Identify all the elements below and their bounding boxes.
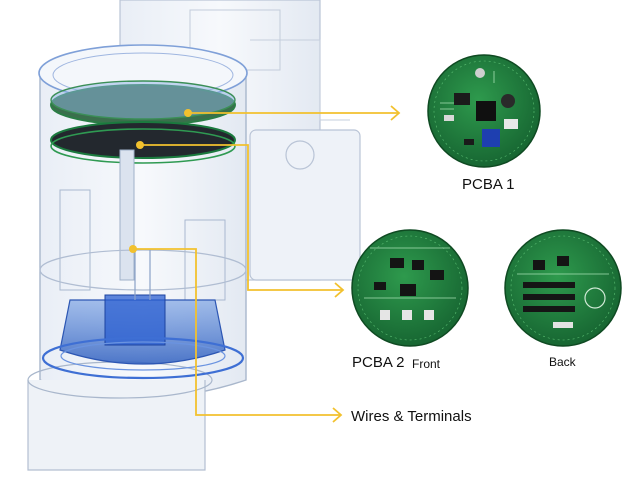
front-label: Front <box>412 357 441 371</box>
callout-line-pcba2 <box>140 144 342 291</box>
wire-bundle <box>134 250 151 300</box>
callout-arrowhead-wires <box>332 407 343 423</box>
callout-arrowhead-pcba1 <box>390 105 401 121</box>
callout-dot-wires <box>129 245 137 253</box>
callout-dot-pcba1 <box>184 109 192 117</box>
motor-ring <box>41 336 245 380</box>
motor-ring-inner <box>60 341 226 371</box>
pcba2-front-image <box>351 229 469 347</box>
pcba2-label: PCBA 2 <box>352 354 405 371</box>
base-body <box>27 380 206 471</box>
rear-housing-side <box>249 129 361 281</box>
callout-line-wires <box>133 248 340 416</box>
rear-rib <box>250 39 350 121</box>
pcba1-label: PCBA 1 <box>462 176 515 193</box>
rear-boss <box>285 140 315 170</box>
mid-ring <box>39 249 247 291</box>
callout-dot-pcba2 <box>136 141 144 149</box>
device-cutaway-image <box>27 0 361 471</box>
wires-terminals-label: Wires & Terminals <box>351 408 472 425</box>
pcba2-back-image <box>504 229 622 347</box>
internal-shaft <box>119 149 135 281</box>
internal-post <box>59 189 91 291</box>
callout-lines <box>133 105 401 423</box>
callout-arrowhead-pcba2 <box>334 282 345 298</box>
back-label: Back <box>549 355 576 369</box>
pcba2-disc <box>50 121 236 159</box>
callout-dots <box>129 109 192 253</box>
pcba1-board-image <box>427 54 541 168</box>
pcba2-disc-edge <box>50 128 236 164</box>
